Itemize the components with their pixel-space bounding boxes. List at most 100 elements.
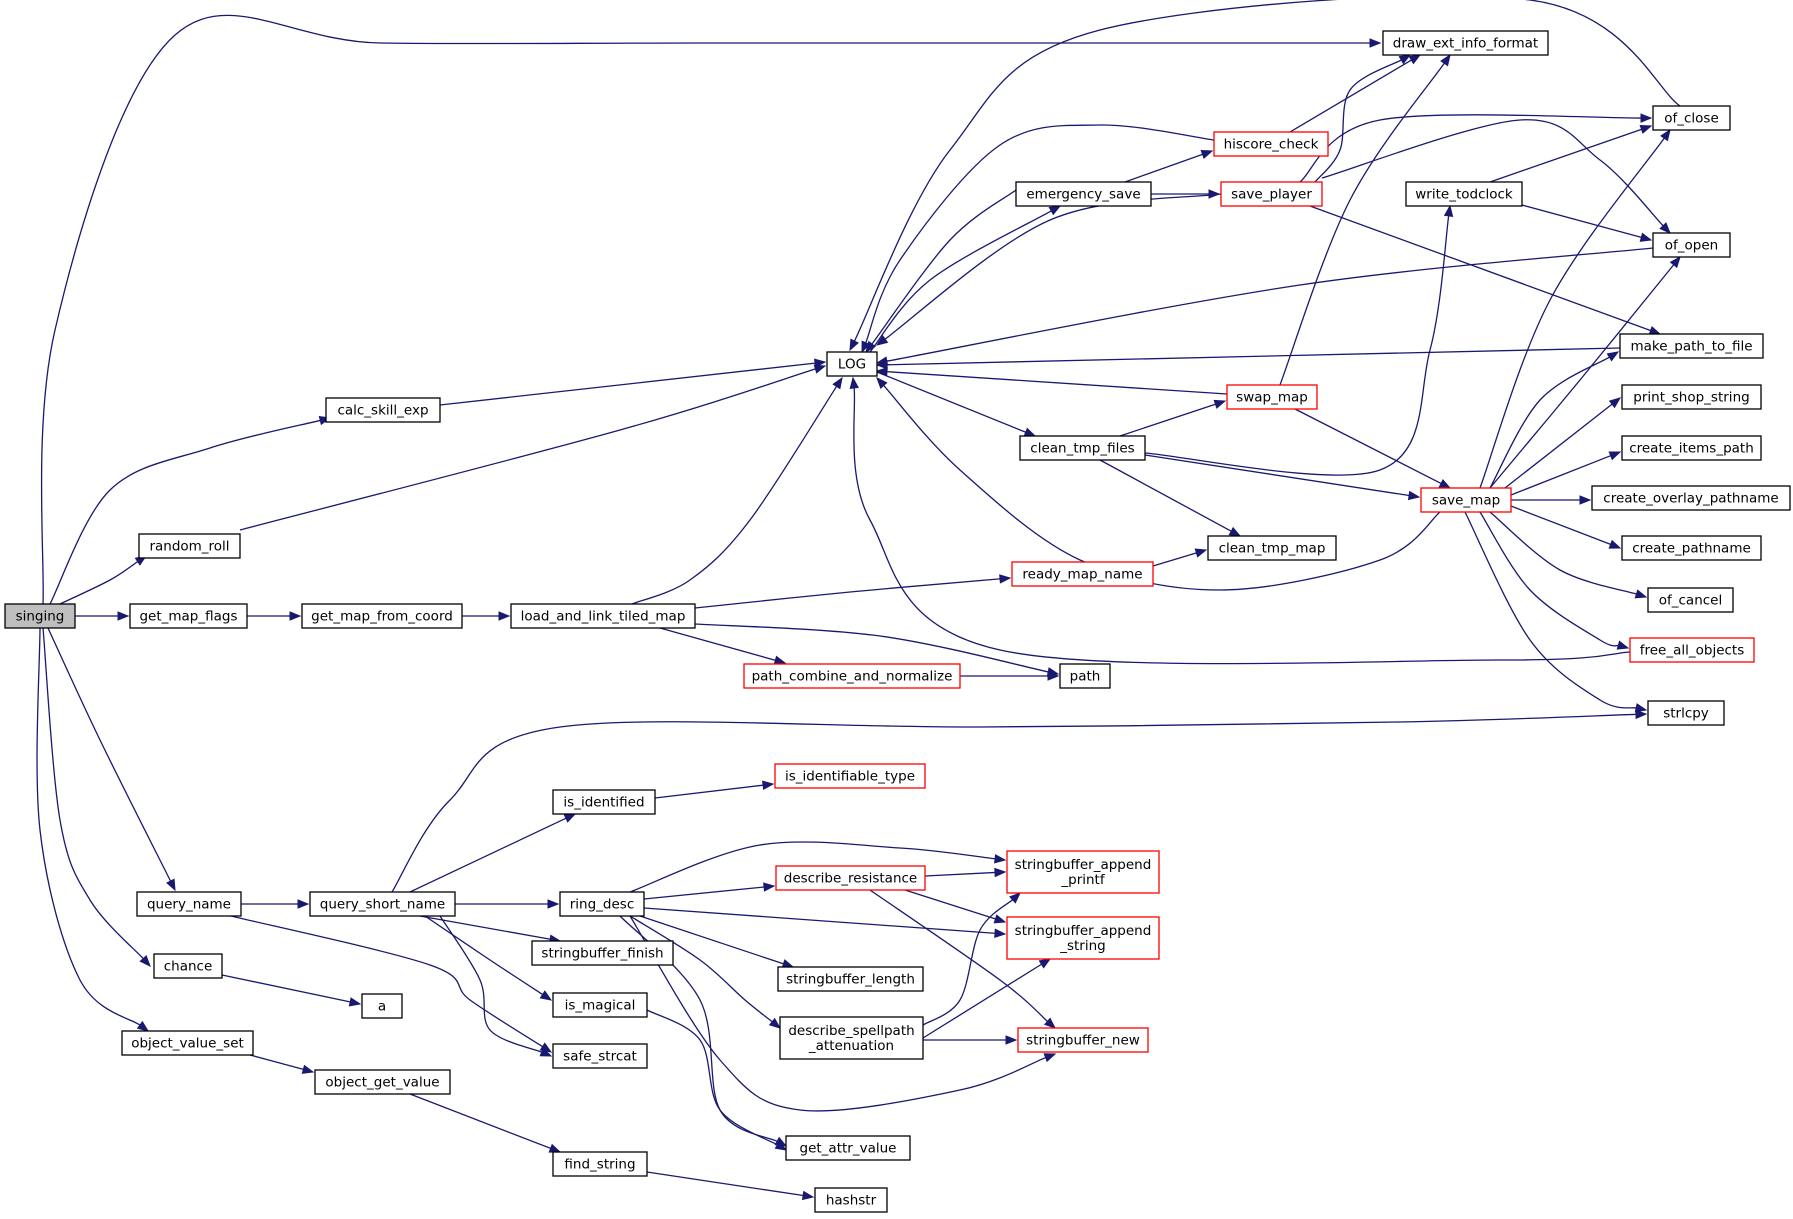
node-box: [1382, 30, 1549, 56]
node-path[interactable]: path: [1059, 663, 1111, 689]
edge-ready_map_name-to-clean_tmp_map: [1152, 548, 1208, 567]
edge-arrowhead: [117, 611, 130, 621]
edge-line: [1504, 403, 1614, 489]
edge-line: [1152, 551, 1198, 567]
edge-line: [42, 627, 145, 960]
node-box: [153, 953, 223, 979]
node-stringbuffer-append-string[interactable]: stringbuffer_append_string: [1006, 916, 1160, 960]
edge-line: [922, 963, 1043, 1039]
node-ready-map-name[interactable]: ready_map_name: [1011, 561, 1154, 587]
node-free-all-objects[interactable]: free_all_objects: [1629, 637, 1755, 663]
node-LOG[interactable]: LOG: [826, 351, 878, 377]
edge-calc_skill_exp-to-LOG: [439, 358, 827, 406]
edge-make_path_to_file-to-LOG: [875, 347, 1621, 370]
node-save-player[interactable]: save_player: [1220, 181, 1323, 207]
node-label: save_player: [1231, 187, 1312, 203]
edge-arrowhead: [1634, 589, 1648, 599]
edge-line: [409, 817, 568, 893]
node-of-open[interactable]: of_open: [1652, 232, 1731, 258]
node-describe-spellpath-attenuation[interactable]: describe_spellpath_attenuation: [779, 1016, 924, 1060]
node-label: stringbuffer_new: [1026, 1033, 1140, 1049]
edge-line: [646, 1171, 805, 1197]
edge-path_combine_and_normalize-to-path: [960, 671, 1060, 681]
edge-arrowhead: [498, 611, 511, 621]
node-box: [1011, 561, 1154, 587]
node-calc-skill-exp[interactable]: calc_skill_exp: [325, 397, 441, 423]
node-write-todclock[interactable]: write_todclock: [1405, 181, 1523, 207]
node-print-shop-string[interactable]: print_shop_string: [1621, 384, 1762, 410]
node-make-path-to-file[interactable]: make_path_to_file: [1619, 333, 1764, 359]
node-swap-map[interactable]: swap_map: [1226, 384, 1318, 410]
node-save-map[interactable]: save_map: [1420, 487, 1512, 513]
node-stringbuffer-length[interactable]: stringbuffer_length: [777, 966, 924, 992]
node-object-value-set[interactable]: object_value_set: [121, 1030, 254, 1056]
node-is-identifiable-type[interactable]: is_identifiable_type: [774, 763, 926, 789]
node-create-overlay-pathname[interactable]: create_overlay_pathname: [1591, 485, 1791, 511]
edge-line: [853, 386, 1631, 665]
node-box: [1226, 384, 1318, 410]
edge-line: [239, 368, 817, 531]
node-path-combine-and-normalize[interactable]: path_combine_and_normalize: [743, 663, 961, 689]
node-ring-desc[interactable]: ring_desc: [559, 891, 645, 917]
edge-arrowhead: [1659, 222, 1671, 234]
node-hiscore-check[interactable]: hiscore_check: [1213, 131, 1329, 157]
node-box: [510, 603, 696, 629]
edge-arrowhead: [774, 1140, 788, 1151]
node-a[interactable]: a: [361, 993, 403, 1019]
edge-arrowhead: [875, 360, 888, 370]
node-object-get-value[interactable]: object_get_value: [314, 1069, 451, 1095]
node-label: chance: [164, 959, 213, 975]
edge-line: [47, 627, 172, 883]
node-label: is_identified: [563, 795, 644, 811]
edge-save_map-to-make_path_to_file: [1489, 351, 1620, 489]
node-label: safe_strcat: [563, 1049, 637, 1065]
node-query-name[interactable]: query_name: [136, 891, 242, 917]
node-get-map-from-coord[interactable]: get_map_from_coord: [301, 603, 463, 629]
node-random-roll[interactable]: random_roll: [138, 533, 241, 559]
edge-arrowhead: [1635, 709, 1648, 720]
node-get-map-flags[interactable]: get_map_flags: [129, 603, 248, 629]
node-box: [1006, 916, 1160, 960]
edge-arrowhead: [1608, 539, 1622, 549]
node-is-magical[interactable]: is_magical: [552, 992, 648, 1018]
node-box: [814, 1187, 888, 1213]
node-of-cancel[interactable]: of_cancel: [1647, 587, 1734, 613]
node-hashstr[interactable]: hashstr: [814, 1187, 888, 1213]
node-stringbuffer-append-printf[interactable]: stringbuffer_append_printf: [1006, 850, 1160, 894]
edge-line: [59, 560, 139, 605]
node-label: get_attr_value: [800, 1141, 897, 1157]
node-is-identified[interactable]: is_identified: [552, 789, 656, 815]
edge-arrowhead: [136, 1020, 150, 1032]
node-draw-ext-info-format[interactable]: draw_ext_info_format: [1382, 30, 1549, 56]
edge-line: [1294, 408, 1443, 485]
edge-line: [230, 915, 544, 1048]
node-describe-resistance[interactable]: describe_resistance: [775, 865, 926, 891]
node-singing[interactable]: singing: [4, 603, 76, 629]
node-stringbuffer-finish[interactable]: stringbuffer_finish: [531, 940, 674, 966]
edge-arrowhead: [1047, 671, 1060, 681]
edge-arrowhead: [1194, 548, 1208, 558]
edge-singing-to-draw_ext_info_format: [40, 14, 1382, 605]
edge-save_map-to-create_pathname: [1510, 505, 1622, 549]
node-find-string[interactable]: find_string: [552, 1151, 648, 1177]
node-emergency-save[interactable]: emergency_save: [1015, 181, 1152, 207]
edge-line: [659, 627, 777, 662]
edge-line: [629, 915, 1047, 1112]
node-query-short-name[interactable]: query_short_name: [309, 891, 456, 917]
node-clean-tmp-map[interactable]: clean_tmp_map: [1207, 535, 1337, 561]
edge-arrowhead: [297, 899, 310, 909]
edge-query_short_name-to-stringbuffer_finish: [419, 915, 562, 944]
node-create-pathname[interactable]: create_pathname: [1621, 535, 1762, 561]
node-create-items-path[interactable]: create_items_path: [1621, 435, 1762, 461]
node-safe-strcat[interactable]: safe_strcat: [552, 1043, 648, 1069]
node-stringbuffer-new[interactable]: stringbuffer_new: [1017, 1027, 1149, 1053]
node-chance[interactable]: chance: [153, 953, 223, 979]
node-get-attr-value[interactable]: get_attr_value: [785, 1135, 911, 1161]
node-box: [4, 603, 76, 629]
node-of-close[interactable]: of_close: [1652, 105, 1731, 131]
edge-object_get_value-to-find_string: [409, 1093, 562, 1153]
node-strlcpy[interactable]: strlcpy: [1647, 700, 1725, 726]
node-clean-tmp-files[interactable]: clean_tmp_files: [1019, 435, 1146, 461]
node-load-and-link-tiled-map[interactable]: load_and_link_tiled_map: [510, 603, 696, 629]
node-box: [743, 663, 961, 689]
